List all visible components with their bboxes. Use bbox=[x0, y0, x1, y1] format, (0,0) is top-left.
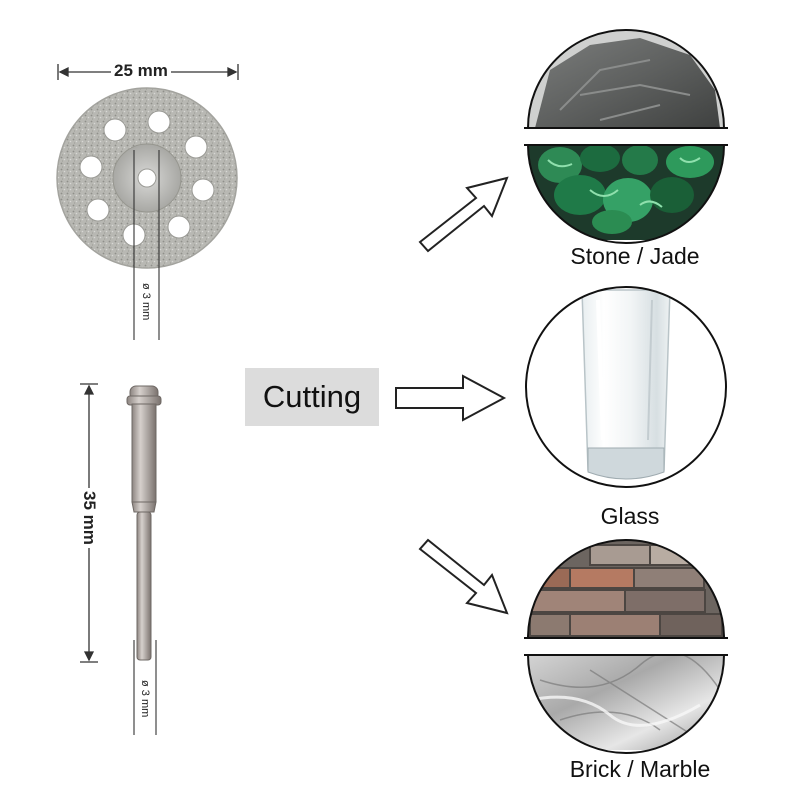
jade-sample-image bbox=[524, 144, 728, 244]
cutting-text: Cutting bbox=[262, 379, 362, 414]
material-label-stone-jade: Stone / Jade bbox=[570, 243, 700, 269]
glass-sample-image bbox=[525, 286, 727, 488]
mandrel-shaft-label: ø 3 mm bbox=[139, 680, 151, 718]
disc-diameter-label: 25 mm bbox=[111, 61, 171, 81]
arrow-up-right-icon bbox=[418, 176, 509, 253]
cutting-label: Cutting bbox=[245, 368, 379, 426]
material-label-glass: Glass bbox=[600, 503, 660, 529]
marble-sample-image bbox=[524, 654, 728, 754]
brick-sample-image bbox=[524, 539, 728, 639]
mandrel-length-label: 35 mm bbox=[79, 488, 99, 548]
diamond-cutting-disc bbox=[56, 87, 238, 340]
arrow-down-right-icon bbox=[418, 538, 509, 615]
mandrel-shank bbox=[126, 385, 162, 735]
material-label-brick-marble: Brick / Marble bbox=[569, 756, 711, 782]
arrow-right-icon bbox=[395, 374, 507, 422]
disc-hole-label: ø 3 mm bbox=[140, 283, 152, 321]
stone-sample-image bbox=[524, 29, 728, 129]
